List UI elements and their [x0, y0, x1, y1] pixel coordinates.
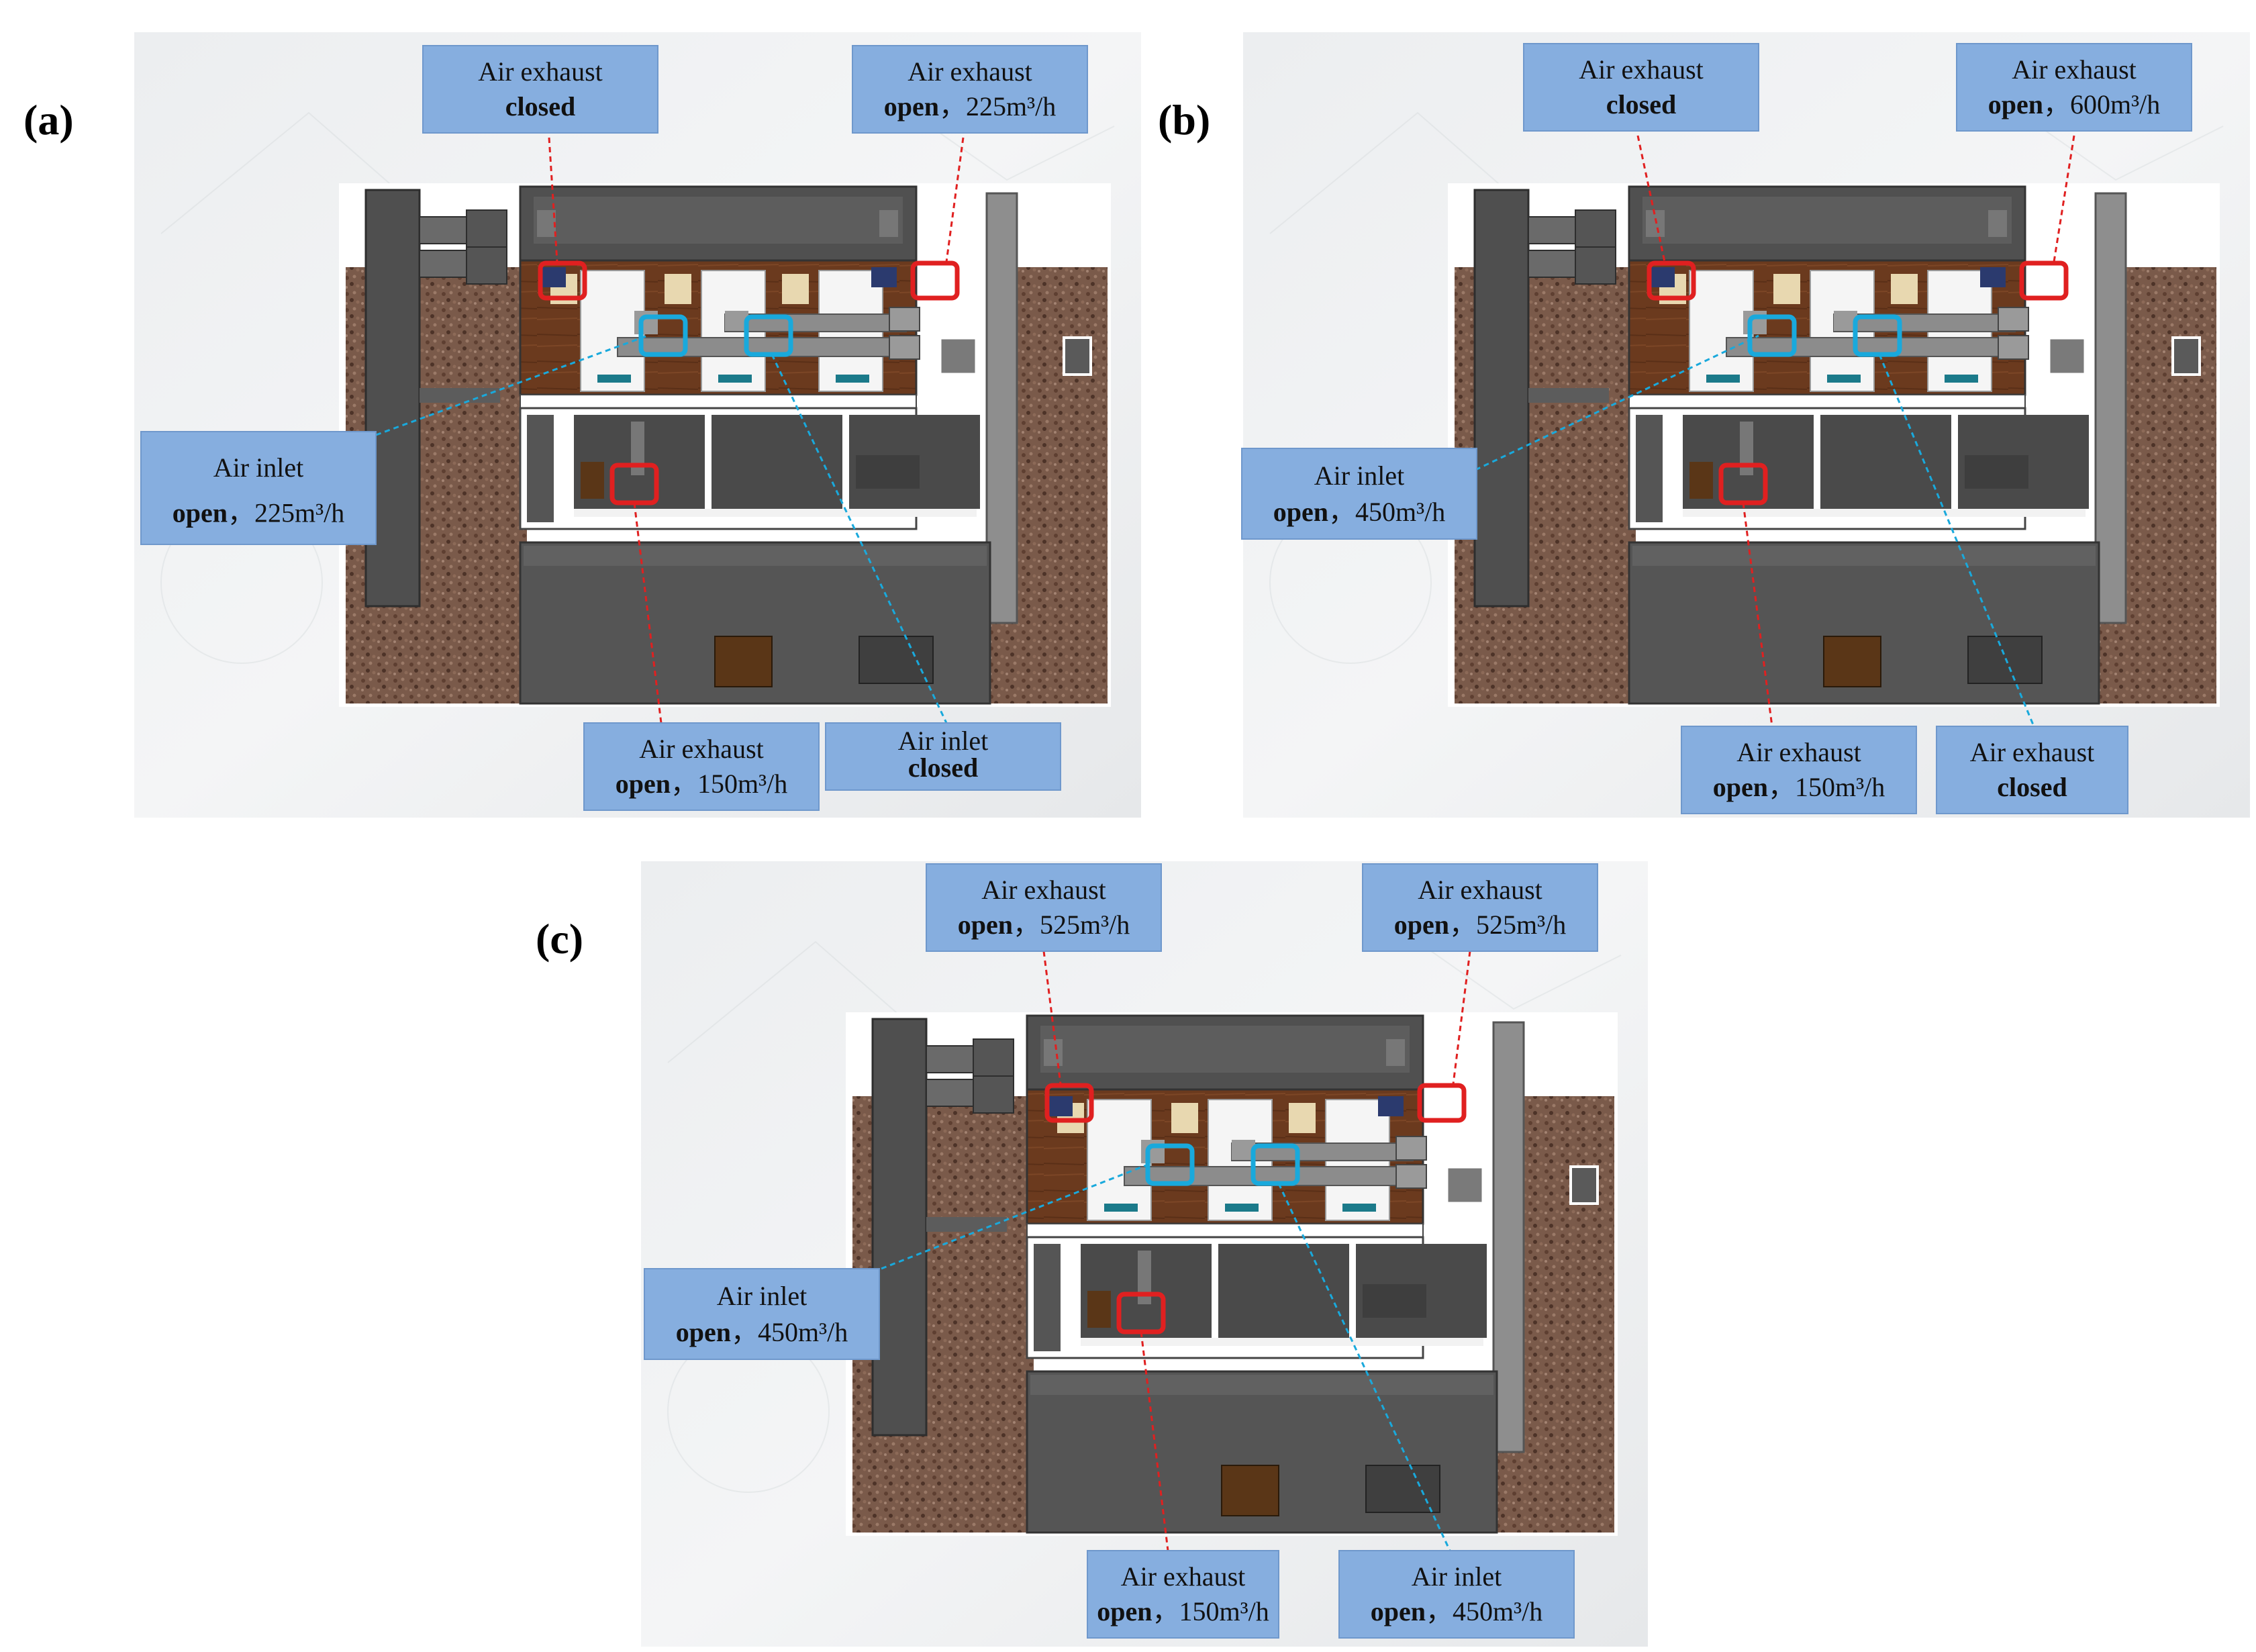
callout-b-3: Air inlet open，450m³/h	[1241, 448, 1477, 540]
callout-c-4: Air exhaust open，150m³/h	[1087, 1550, 1279, 1639]
callout-status: open，450m³/h	[1371, 1596, 1542, 1626]
callout-a-2: Air exhaust open，225m³/h	[852, 45, 1088, 134]
callout-title: Air exhaust	[639, 734, 764, 764]
callout-status: closed	[1997, 772, 2067, 802]
callout-status: open，225m³/h	[884, 91, 1056, 122]
callout-title: Air exhaust	[1736, 737, 1861, 767]
panel-a	[134, 32, 1141, 818]
callout-title: Air exhaust	[981, 875, 1106, 905]
callout-status: open，450m³/h	[1273, 497, 1445, 527]
callout-box	[1936, 726, 2128, 814]
inlet-marker	[1853, 314, 1902, 357]
panel-letter-a: (a)	[23, 96, 74, 144]
callout-box	[1362, 863, 1598, 952]
callout-title: Air inlet	[1412, 1561, 1502, 1592]
exhaust-marker	[538, 260, 587, 301]
callout-title: Air exhaust	[1579, 54, 1704, 85]
callout-box	[1523, 43, 1759, 132]
markers-a	[375, 137, 965, 724]
callout-title: Air inlet	[898, 726, 988, 756]
callout-box	[422, 45, 658, 134]
callout-status: open，450m³/h	[676, 1317, 848, 1347]
callout-c-1: Air exhaust open，525m³/h	[926, 863, 1162, 952]
callout-box	[852, 45, 1088, 134]
callout-status: open，150m³/h	[1713, 772, 1885, 802]
callout-status: open，150m³/h	[1097, 1596, 1269, 1626]
inlet-marker	[1145, 1143, 1195, 1186]
panel-letter-c: (c)	[536, 915, 583, 963]
callout-status: closed	[908, 752, 978, 783]
callout-box	[926, 863, 1162, 952]
inlet-marker	[744, 314, 793, 357]
callout-status: open，525m³/h	[1394, 910, 1566, 940]
inlet-marker	[1747, 314, 1797, 357]
callout-box	[1681, 726, 1917, 814]
callout-b-1: Air exhaust closed	[1523, 43, 1759, 132]
callout-status: closed	[1606, 89, 1676, 119]
callout-title: Air inlet	[213, 452, 303, 483]
callout-a-1: Air exhaust closed	[422, 45, 658, 134]
markers-c	[872, 951, 1471, 1551]
callout-box	[583, 722, 820, 811]
callout-status: open，150m³/h	[616, 769, 787, 799]
callout-title: Air exhaust	[908, 56, 1032, 87]
callout-box	[825, 722, 1061, 791]
callout-c-5: Air inlet open，450m³/h	[1338, 1550, 1575, 1639]
exhaust-marker	[910, 260, 960, 301]
callout-title: Air inlet	[1314, 460, 1404, 491]
callout-box	[140, 431, 377, 545]
callout-status: open，225m³/h	[173, 497, 344, 528]
callout-status: closed	[505, 91, 575, 122]
callout-c-3: Air inlet open，450m³/h	[644, 1268, 880, 1360]
callout-c-2: Air exhaust open，525m³/h	[1362, 863, 1598, 952]
callout-b-5: Air exhaust closed	[1936, 726, 2128, 814]
panel-c	[641, 861, 1648, 1647]
callout-title: Air exhaust	[1970, 737, 2095, 767]
callout-box	[644, 1268, 880, 1360]
exhaust-marker	[1044, 1083, 1094, 1123]
callout-a-4: Air exhaust open，150m³/h	[583, 722, 820, 811]
callout-title: Air exhaust	[2012, 54, 2137, 85]
exhaust-marker	[2019, 260, 2069, 301]
callout-box	[1956, 43, 2192, 132]
callout-title: Air inlet	[717, 1281, 807, 1311]
callout-title: Air exhaust	[1121, 1561, 1246, 1592]
panel-b	[1243, 32, 2250, 818]
inlet-marker	[1250, 1143, 1300, 1186]
callout-b-4: Air exhaust open，150m³/h	[1681, 726, 1917, 814]
callout-box	[1241, 448, 1477, 540]
panel-letter-b: (b)	[1158, 96, 1210, 144]
callout-status: open，600m³/h	[1988, 89, 2160, 119]
callout-a-3: Air inlet open，225m³/h	[140, 431, 377, 545]
exhaust-marker	[1417, 1083, 1467, 1123]
callout-box	[1087, 1550, 1279, 1639]
callout-title: Air exhaust	[478, 56, 603, 87]
callout-b-2: Air exhaust open，600m³/h	[1956, 43, 2192, 132]
callout-box	[1338, 1550, 1575, 1639]
inlet-marker	[638, 314, 688, 357]
markers-b	[1475, 135, 2075, 727]
callout-title: Air exhaust	[1418, 875, 1542, 905]
callout-status: open，525m³/h	[958, 910, 1130, 940]
exhaust-marker	[1647, 260, 1696, 301]
